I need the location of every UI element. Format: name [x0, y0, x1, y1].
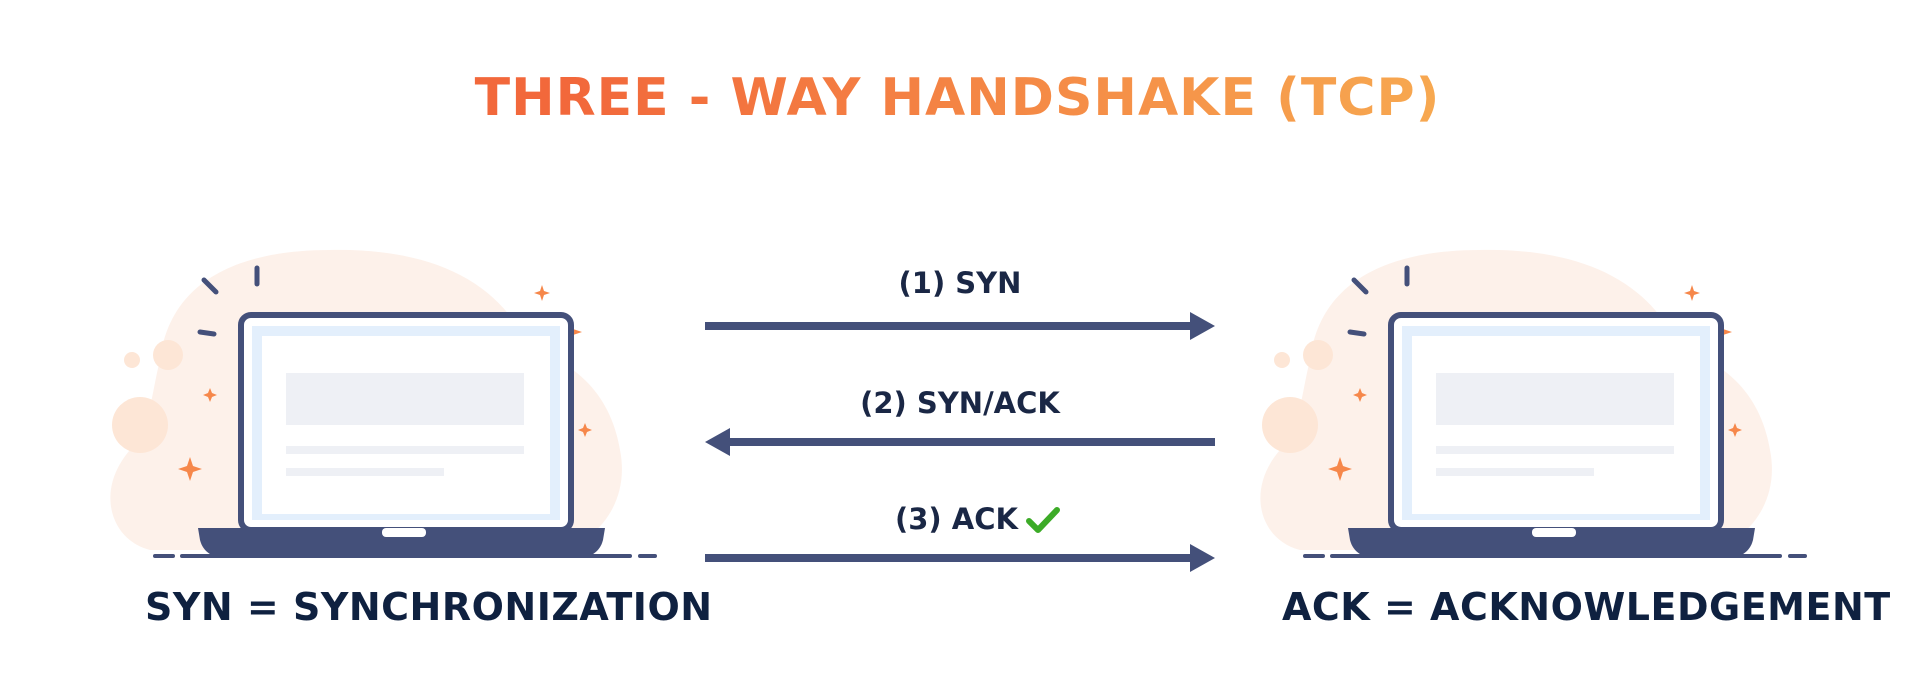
spark-line	[1347, 329, 1367, 337]
step-3-text: (3) ACK	[895, 502, 1018, 536]
screen-line	[1436, 446, 1674, 454]
sparkle-icon	[1684, 285, 1700, 301]
sparkle-icon	[1328, 457, 1352, 481]
laptop-notch	[1532, 528, 1576, 537]
spark-line	[201, 277, 219, 295]
screen-block	[286, 373, 524, 425]
screen-line	[286, 446, 524, 454]
step-2-label: (2) SYN/ACK	[860, 386, 1060, 420]
ack-definition-caption: ACK = ACKNOWLEDGEMENT	[1282, 585, 1891, 629]
client-laptop	[110, 249, 657, 558]
syn-arrow	[705, 312, 1215, 340]
decor-circle	[124, 352, 140, 368]
decor-circle	[112, 397, 168, 453]
diagram-title: THREE - WAY HANDSHAKE (TCP)	[0, 68, 1915, 128]
step-1-label: (1) SYN	[898, 266, 1022, 300]
decor-circle	[1303, 340, 1333, 370]
ack-arrow	[705, 544, 1215, 572]
server-laptop	[1260, 249, 1807, 558]
decor-circle	[153, 340, 183, 370]
sparkle-icon	[534, 285, 550, 301]
syn-definition-caption: SYN = SYNCHRONIZATION	[145, 585, 713, 629]
sparkle-icon	[1353, 388, 1367, 402]
sparkle-icon	[1728, 423, 1742, 437]
decor-circle	[1262, 397, 1318, 453]
step-3-label: (3) ACK	[895, 502, 1060, 536]
spark-line	[1351, 277, 1369, 295]
screen-block	[1436, 373, 1674, 425]
sparkle-icon	[203, 388, 217, 402]
syn-ack-arrow	[705, 428, 1215, 456]
checkmark-icon	[1025, 507, 1060, 533]
screen-line	[286, 468, 444, 476]
screen-line	[1436, 468, 1594, 476]
sparkle-icon	[178, 457, 202, 481]
decor-circle	[1274, 352, 1290, 368]
spark-line	[197, 329, 217, 337]
laptop-notch	[382, 528, 426, 537]
sparkle-icon	[578, 423, 592, 437]
laptop-base	[198, 528, 605, 558]
laptop-base	[1348, 528, 1755, 558]
